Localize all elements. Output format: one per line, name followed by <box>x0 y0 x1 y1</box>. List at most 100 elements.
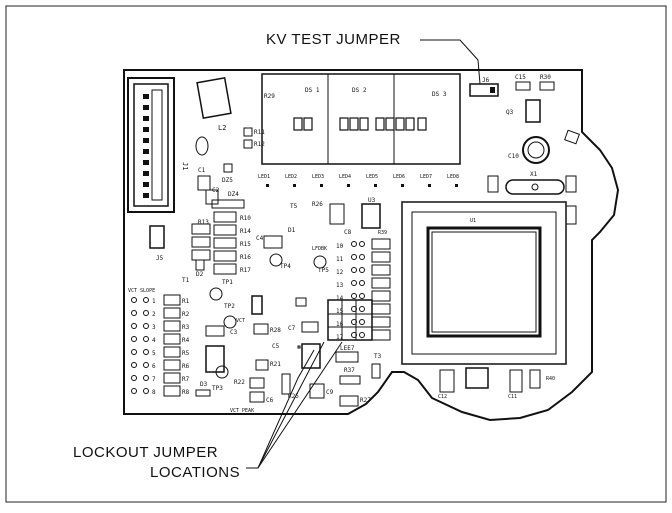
slope-pin <box>131 336 137 342</box>
j1-pin <box>143 171 149 176</box>
led-label: LED7 <box>420 174 432 180</box>
jumper-resistor <box>371 277 391 289</box>
label-t1: T1 <box>182 277 190 284</box>
jumper-row-label: 14 <box>336 295 344 302</box>
label-t3: T3 <box>374 353 382 360</box>
resistor-r14 <box>213 224 237 236</box>
label-r10: R10 <box>240 215 251 222</box>
board-outline <box>123 69 620 422</box>
resistor-r30 <box>539 81 555 91</box>
j1-pin <box>143 182 149 187</box>
label-x1: X1 <box>530 171 538 178</box>
component-tp2-block <box>251 295 263 315</box>
jumper-resistor <box>371 264 391 276</box>
label-c11: C11 <box>508 394 517 400</box>
slope-pin <box>131 323 137 329</box>
resistor-r11 <box>243 127 253 137</box>
label-dz4: DZ4 <box>228 191 239 198</box>
resistor-r28 <box>253 323 269 335</box>
capacitor-c5 <box>301 343 321 369</box>
slope-pin <box>131 349 137 355</box>
display-segment <box>417 117 427 131</box>
slope-resistor-label: R1 <box>182 298 190 305</box>
jumper-pad <box>359 254 365 260</box>
label-d2: D2 <box>196 271 204 278</box>
lockout-jumper-block <box>327 299 373 341</box>
slope-resistor-label: R3 <box>182 324 190 331</box>
label-r11: R11 <box>254 129 265 136</box>
jumper-resistor <box>371 316 391 328</box>
label-u1: U1 <box>470 218 476 224</box>
resistor-r10 <box>213 211 237 223</box>
diode-d2 <box>195 259 205 271</box>
ic-u3 <box>361 203 381 229</box>
label-q3: Q3 <box>506 109 514 116</box>
testpoint-tp5 <box>313 255 327 269</box>
slope-pin <box>143 375 149 381</box>
label-ds2: DS 2 <box>352 87 367 94</box>
label-r27: R27 <box>360 397 371 404</box>
led-pad <box>320 184 323 187</box>
slope-pin <box>131 310 137 316</box>
capacitor-c7 <box>301 321 319 333</box>
resistor-r25 <box>281 373 291 395</box>
capacitor-c1 <box>197 175 211 191</box>
slope-pin-number: 3 <box>152 324 156 331</box>
led-label: LED1 <box>258 174 270 180</box>
resistor-r27 <box>339 395 359 407</box>
led-pad <box>455 184 458 187</box>
display-segment <box>339 117 349 131</box>
led-label: LED5 <box>366 174 378 180</box>
j1-pin <box>143 193 149 198</box>
jumper-pad <box>359 306 365 312</box>
slope-pin-number: 4 <box>152 337 156 344</box>
slope-pin-number: 7 <box>152 376 156 383</box>
label-tp4: TP4 <box>280 263 291 270</box>
led-pad <box>374 184 377 187</box>
jumper-pad <box>359 319 365 325</box>
label-r30: R30 <box>540 74 551 81</box>
slope-resistor-label: R2 <box>182 311 190 318</box>
diode-d3 <box>195 389 211 397</box>
label-l2: L2 <box>218 124 226 132</box>
led-label: LED4 <box>339 174 351 180</box>
label-c15: C15 <box>515 74 526 81</box>
jumper-row-label: 12 <box>336 269 344 276</box>
testpoint-tp1 <box>209 287 223 301</box>
label-r26: R26 <box>312 201 323 208</box>
lockout-jumper-label-line2: LOCATIONS <box>150 464 241 481</box>
label-c8: C8 <box>344 229 352 236</box>
slope-pin-number: 6 <box>152 363 156 370</box>
label-c12: C12 <box>438 394 447 400</box>
label-c4: C4 <box>256 235 264 242</box>
zener-dz5 <box>223 163 233 173</box>
resistor-r17 <box>213 263 237 275</box>
led-pad <box>293 184 296 187</box>
display-segment <box>359 117 369 131</box>
jumper-row-label: 13 <box>336 282 344 289</box>
label-tp2: TP2 <box>224 303 235 310</box>
jumper-row-label: 17 <box>336 334 344 341</box>
slope-pin <box>131 362 137 368</box>
j1-pin <box>143 127 149 132</box>
label-c6: C6 <box>266 397 274 404</box>
jumper-pad <box>351 241 357 247</box>
resistor-slope <box>163 294 181 306</box>
label-tp5: TP5 <box>318 267 329 274</box>
j1-pin <box>143 105 149 110</box>
lockout-leader-1 <box>246 341 325 469</box>
label-u3: U3 <box>368 197 376 204</box>
led-label: LED6 <box>393 174 405 180</box>
capacitor-c3 <box>205 325 225 337</box>
display-segment <box>349 117 359 131</box>
label-dz5: DZ5 <box>222 177 233 184</box>
slope-resistor-label: R7 <box>182 376 190 383</box>
resistor-r22 <box>249 377 265 389</box>
resistor-r40 <box>565 205 577 225</box>
label-c9: C9 <box>326 389 334 396</box>
